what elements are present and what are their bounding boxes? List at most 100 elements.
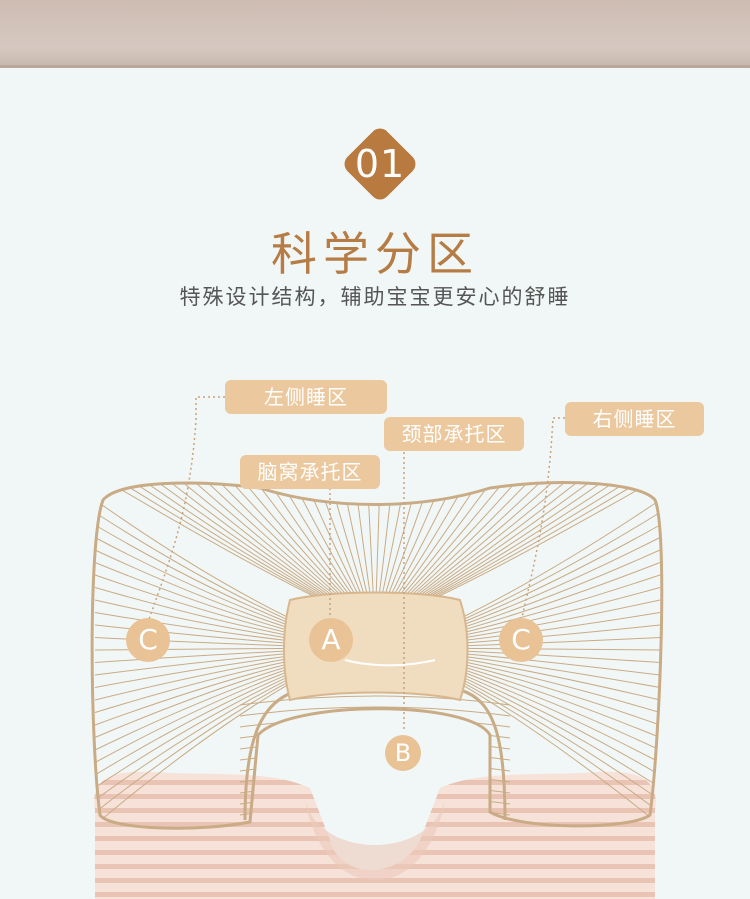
contour-line xyxy=(459,650,661,663)
contour-line xyxy=(459,682,661,826)
contour-line xyxy=(94,670,291,763)
contour-line xyxy=(413,482,568,601)
contour-line xyxy=(459,624,661,644)
section-number: 01 xyxy=(354,142,406,186)
contour-line xyxy=(94,587,291,637)
contour-line xyxy=(459,612,661,642)
contour-line xyxy=(378,482,393,601)
contour-line xyxy=(94,562,291,632)
marker-c-left: C xyxy=(126,618,170,662)
contour-line xyxy=(459,667,661,751)
contour-line xyxy=(267,482,354,601)
contour-line xyxy=(459,549,661,629)
contour-line xyxy=(94,512,291,622)
contour-line xyxy=(94,665,291,738)
contour-line xyxy=(354,482,372,601)
contour-line xyxy=(459,599,661,639)
fabric-photo-strip xyxy=(0,0,750,68)
contour-line xyxy=(459,665,661,738)
contour-line xyxy=(94,524,291,624)
contour-line xyxy=(239,739,511,750)
marker-c-right: C xyxy=(499,618,543,662)
contour-line xyxy=(94,655,291,688)
contour-line xyxy=(430,482,656,601)
contour-line xyxy=(242,482,349,601)
contour-line xyxy=(94,677,291,801)
contour-line xyxy=(398,482,493,601)
contour-line xyxy=(254,482,352,601)
contour-line xyxy=(142,482,329,601)
contour-line xyxy=(400,482,506,601)
contour-line xyxy=(415,482,581,601)
contour-line xyxy=(423,482,618,601)
contour-line xyxy=(94,660,291,713)
contour-line xyxy=(94,675,291,788)
contour-line xyxy=(385,482,431,601)
contour-line xyxy=(408,482,543,601)
contour-line xyxy=(179,482,337,601)
contour-line xyxy=(129,482,327,601)
contour-line xyxy=(94,574,291,634)
contour-line xyxy=(94,499,291,619)
contour-line xyxy=(279,482,357,601)
pillow-illustration xyxy=(90,396,664,899)
pillow-head-hollow xyxy=(305,800,445,880)
contour-line xyxy=(418,482,593,601)
label-left-side: 左侧睡区 xyxy=(225,380,387,414)
contour-line xyxy=(154,482,332,601)
marker-b: B xyxy=(385,735,421,771)
contour-line xyxy=(94,662,291,726)
contour-line xyxy=(117,482,324,601)
contour-line xyxy=(420,482,606,601)
contour-line xyxy=(459,680,661,813)
contour-line xyxy=(459,652,661,676)
contour-line xyxy=(383,482,418,601)
real-pillow-fabric xyxy=(94,771,656,899)
contour-line xyxy=(94,537,291,627)
contour-line xyxy=(459,655,661,688)
contour-line xyxy=(459,587,661,637)
contour-line xyxy=(94,682,291,826)
marker-a: A xyxy=(309,618,353,662)
contour-line xyxy=(459,637,661,647)
contour-line xyxy=(459,672,661,776)
contour-line xyxy=(239,750,511,761)
contour-line xyxy=(428,482,643,601)
contour-line xyxy=(459,499,661,619)
contour-line xyxy=(239,761,511,772)
contour-line xyxy=(459,670,661,763)
label-right-side: 右侧睡区 xyxy=(565,402,704,436)
contour-line xyxy=(94,637,291,647)
contour-line xyxy=(459,662,661,726)
contour-line xyxy=(94,680,291,813)
contour-line xyxy=(459,657,661,701)
contour-line xyxy=(239,695,511,706)
contour-line xyxy=(459,512,661,622)
pillow-zone-diagram: 左侧睡区 颈部承托区 右侧睡区 脑窝承托区 C A C B xyxy=(0,360,750,899)
leader-left-side xyxy=(147,396,225,623)
section-number-badge: 01 xyxy=(334,118,426,210)
contour-line xyxy=(204,482,342,601)
contour-line xyxy=(229,482,347,601)
pillow-outline xyxy=(90,481,664,830)
contour-line xyxy=(94,647,291,651)
contour-line xyxy=(94,652,291,676)
contour-line xyxy=(375,482,381,601)
contour-line xyxy=(94,612,291,642)
contour-line xyxy=(304,482,362,601)
contour-line xyxy=(459,675,661,788)
contour-line xyxy=(94,549,291,629)
contour-line xyxy=(192,482,339,601)
cradle-curve xyxy=(344,659,436,667)
label-occiput-support: 脑窝承托区 xyxy=(240,455,380,489)
contour-line xyxy=(393,482,468,601)
contour-line xyxy=(239,728,511,739)
contour-line xyxy=(239,706,511,717)
contour-line xyxy=(167,482,334,601)
contour-line xyxy=(94,672,291,776)
pillow-contour-lines xyxy=(94,482,661,826)
contour-line xyxy=(425,482,631,601)
contour-line xyxy=(459,647,661,651)
contour-line xyxy=(459,524,661,624)
contour-line xyxy=(94,657,291,701)
